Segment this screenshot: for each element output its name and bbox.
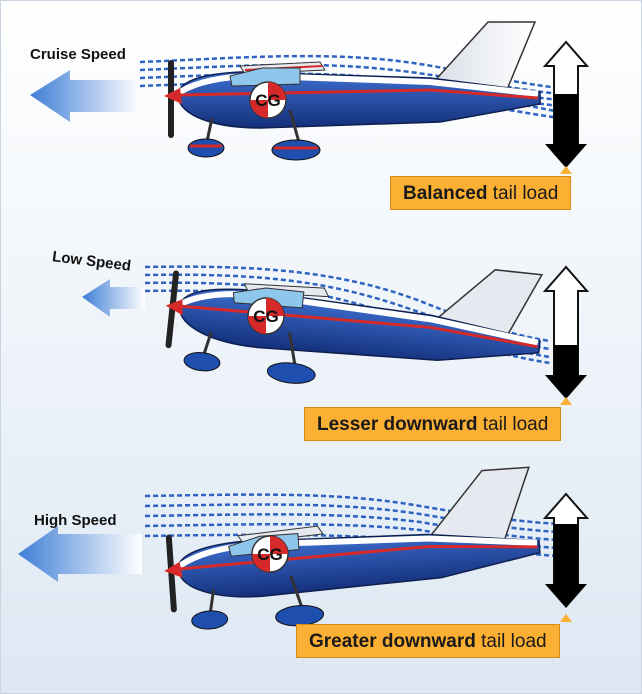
label-pointer	[560, 397, 572, 405]
panel-high-speed: High Speed Greater downward tail load CG	[0, 462, 642, 693]
tail-load-label: Balanced tail load	[390, 176, 572, 210]
low-speed-illustration	[82, 265, 590, 405]
label-pointer	[560, 614, 572, 622]
cg-marker	[247, 297, 285, 335]
tail-load-indicator	[542, 40, 590, 168]
airflow-arrow	[82, 279, 145, 317]
downward-load-fill	[554, 345, 578, 375]
cg-marker	[251, 535, 289, 573]
speed-label: High Speed	[34, 512, 117, 529]
airplane-low-speed	[165, 269, 544, 384]
cg-label-wrap: CG	[255, 91, 281, 110]
cg-label-wrap: CG	[257, 545, 283, 564]
airflow-arrow	[30, 70, 140, 122]
cg-label: CG	[255, 91, 281, 110]
downward-load-fill	[554, 94, 578, 144]
cg-label-wrap: CG	[253, 307, 279, 326]
tail-load-suffix: tail load	[492, 183, 559, 204]
tail-load-suffix: tail load	[481, 631, 547, 652]
tail-load-label: Greater downward tail load	[296, 624, 560, 658]
tail-load-emphasis: Lesser downward	[317, 414, 478, 435]
tail-load-emphasis: Balanced	[403, 183, 488, 204]
cg-label: CG	[257, 545, 283, 564]
tail-load-indicator	[542, 265, 590, 399]
downward-load-fill	[554, 524, 578, 584]
label-pointer	[560, 166, 572, 174]
speed-label: Cruise Speed	[30, 46, 126, 63]
airplane-cruise	[164, 21, 541, 161]
high-speed-illustration	[18, 466, 590, 630]
panel-cruise-speed: Cruise Speed Balanced tail load CG	[0, 0, 642, 231]
tail-load-indicator	[542, 492, 590, 608]
tail-load-suffix: tail load	[482, 414, 549, 435]
cg-marker	[249, 81, 287, 119]
cg-label: CG	[253, 307, 279, 326]
cruise-illustration	[30, 21, 590, 174]
tail-load-emphasis: Greater downward	[309, 631, 476, 652]
panel-low-speed: Low Speed Lesser downward tail load CG	[0, 231, 642, 462]
tail-load-label: Lesser downward tail load	[304, 407, 562, 441]
airflow-arrow	[18, 526, 142, 582]
airplane-high-speed	[164, 466, 541, 630]
